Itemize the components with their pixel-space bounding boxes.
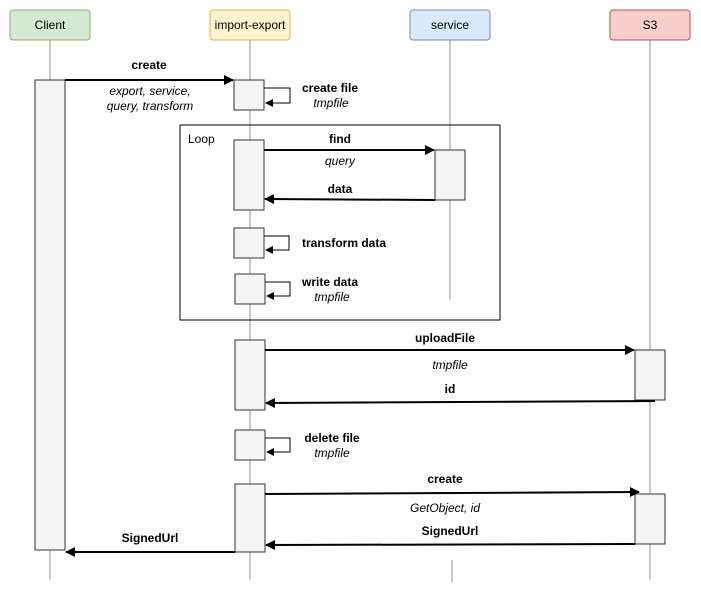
participant-client-label: Client [35, 18, 66, 32]
create-label: create [131, 58, 167, 72]
signed-url-s3-arrow [265, 539, 636, 550]
s3-activation-create2 [634, 493, 666, 545]
write-data-label: write data [301, 275, 358, 289]
signed-url-s3-label: SignedUrl [422, 524, 479, 538]
delete-file-arg: tmpfile [314, 446, 350, 460]
service-activation-find [434, 149, 466, 201]
ie-activation-delete [234, 429, 266, 461]
data-arrow [264, 194, 436, 205]
find-arg: query [325, 154, 356, 168]
signed-url-client-label: SignedUrl [122, 531, 179, 545]
ie-activation-write [234, 273, 266, 305]
client-activation [34, 79, 66, 551]
create-s3-label: create [427, 472, 463, 486]
ie-activation-upload [234, 339, 266, 411]
ie-activation-find [233, 139, 265, 211]
write-self-arrow [265, 281, 291, 300]
loop-frame [179, 124, 501, 321]
ie-activation-create2 [234, 483, 266, 553]
id-label: id [445, 382, 456, 396]
create-args-line1: export, service, [109, 84, 190, 98]
participant-service[interactable]: service [409, 9, 491, 41]
s3-activation-upload [634, 349, 666, 401]
participant-s3-label: S3 [643, 18, 658, 32]
transform-data-label: transform data [302, 236, 386, 250]
delete-file-self-arrow [265, 437, 291, 456]
ie-activation-transform [233, 227, 265, 259]
create-file-label: create file [302, 81, 358, 95]
participant-import-export-label: import-export [215, 18, 286, 32]
create-file-arg: tmpfile [313, 96, 349, 110]
create-args-line2: query, transform [107, 99, 193, 113]
participant-client[interactable]: Client [9, 9, 91, 41]
loop-label: Loop [188, 132, 215, 146]
ie-activation-create-file [233, 79, 265, 111]
create-s3-arrow [264, 487, 640, 498]
id-arrow [265, 397, 656, 408]
data-label: data [328, 182, 353, 196]
participant-service-label: service [431, 18, 469, 32]
create-file-self-arrow [264, 87, 291, 107]
participant-s3[interactable]: S3 [609, 9, 691, 41]
upload-file-label: uploadFile [415, 331, 475, 345]
find-label: find [329, 132, 351, 146]
upload-file-arg: tmpfile [432, 358, 468, 372]
create-s3-args: GetObject, id [410, 501, 480, 515]
write-data-arg: tmpfile [314, 290, 350, 304]
delete-file-label: delete file [304, 431, 360, 445]
transform-self-arrow [264, 235, 290, 254]
participant-import-export[interactable]: import-export [209, 9, 291, 41]
